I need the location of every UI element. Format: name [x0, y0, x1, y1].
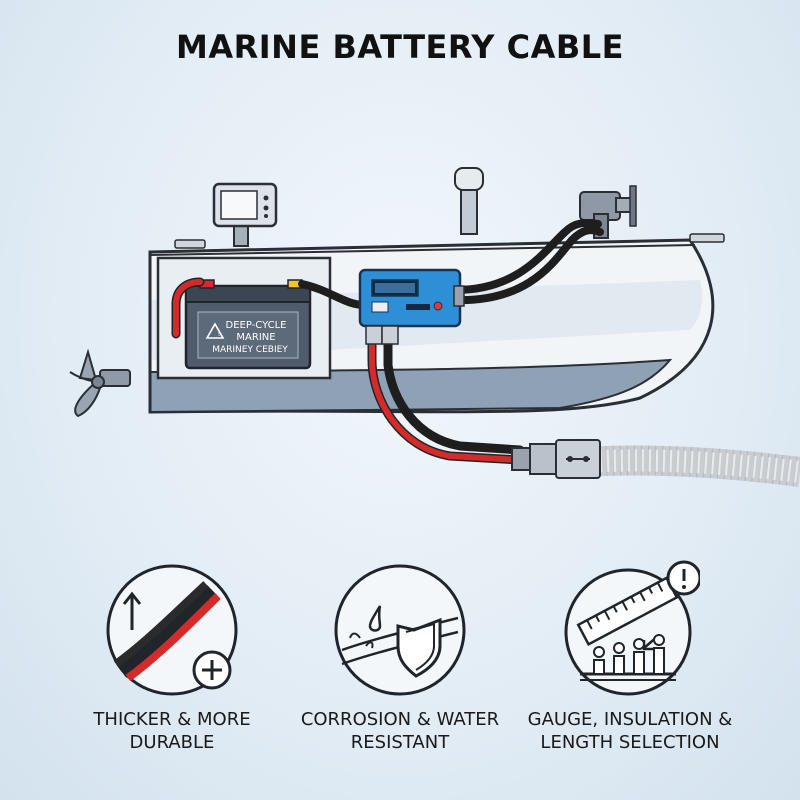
battery-label-line2: MARINE [236, 332, 275, 343]
feature-label-line2: RESISTANT [350, 732, 450, 753]
battery-cables [171, 219, 604, 465]
feature-label-line1: CORROSION & WATER [300, 709, 500, 730]
feature-thicker-durable: THICKER & MORE DURABLE [52, 560, 292, 754]
feature-label-line1: GAUGE, INSULATION & [527, 709, 733, 730]
mast-light [454, 167, 484, 235]
water-shield-icon [334, 564, 466, 696]
marine-battery: ! DEEP-CYCLE MARINE MARINEY CEBIEY [184, 279, 312, 370]
fish-finder-display [212, 182, 278, 247]
feature-label-line1: THICKER & MORE [93, 709, 251, 730]
svg-text:!: ! [218, 329, 220, 338]
feature-label-line2: LENGTH SELECTION [540, 732, 720, 753]
feature-corrosion-water: CORROSION & WATER RESISTANT [280, 560, 520, 754]
conduit-tube [584, 445, 800, 487]
page-title: MARINE BATTERY CABLE [176, 28, 624, 66]
feature-gauge-selection: GAUGE, INSULATION & LENGTH SELECTION [510, 560, 750, 754]
battery-label-line1: DEEP-CYCLE [226, 320, 287, 331]
battery-label-line3: MARINEY CEBIEY [212, 345, 288, 355]
power-panel [358, 268, 465, 345]
ruler-gauge-icon [564, 560, 700, 696]
cable-connector [511, 439, 601, 479]
feature-label-line2: DURABLE [129, 732, 215, 753]
boat-diagram: ! DEEP-CYCLE MARINE MARINEY CEBIEY [69, 167, 800, 487]
propeller-icon [69, 348, 131, 418]
thick-cable-plus-icon [106, 564, 238, 696]
